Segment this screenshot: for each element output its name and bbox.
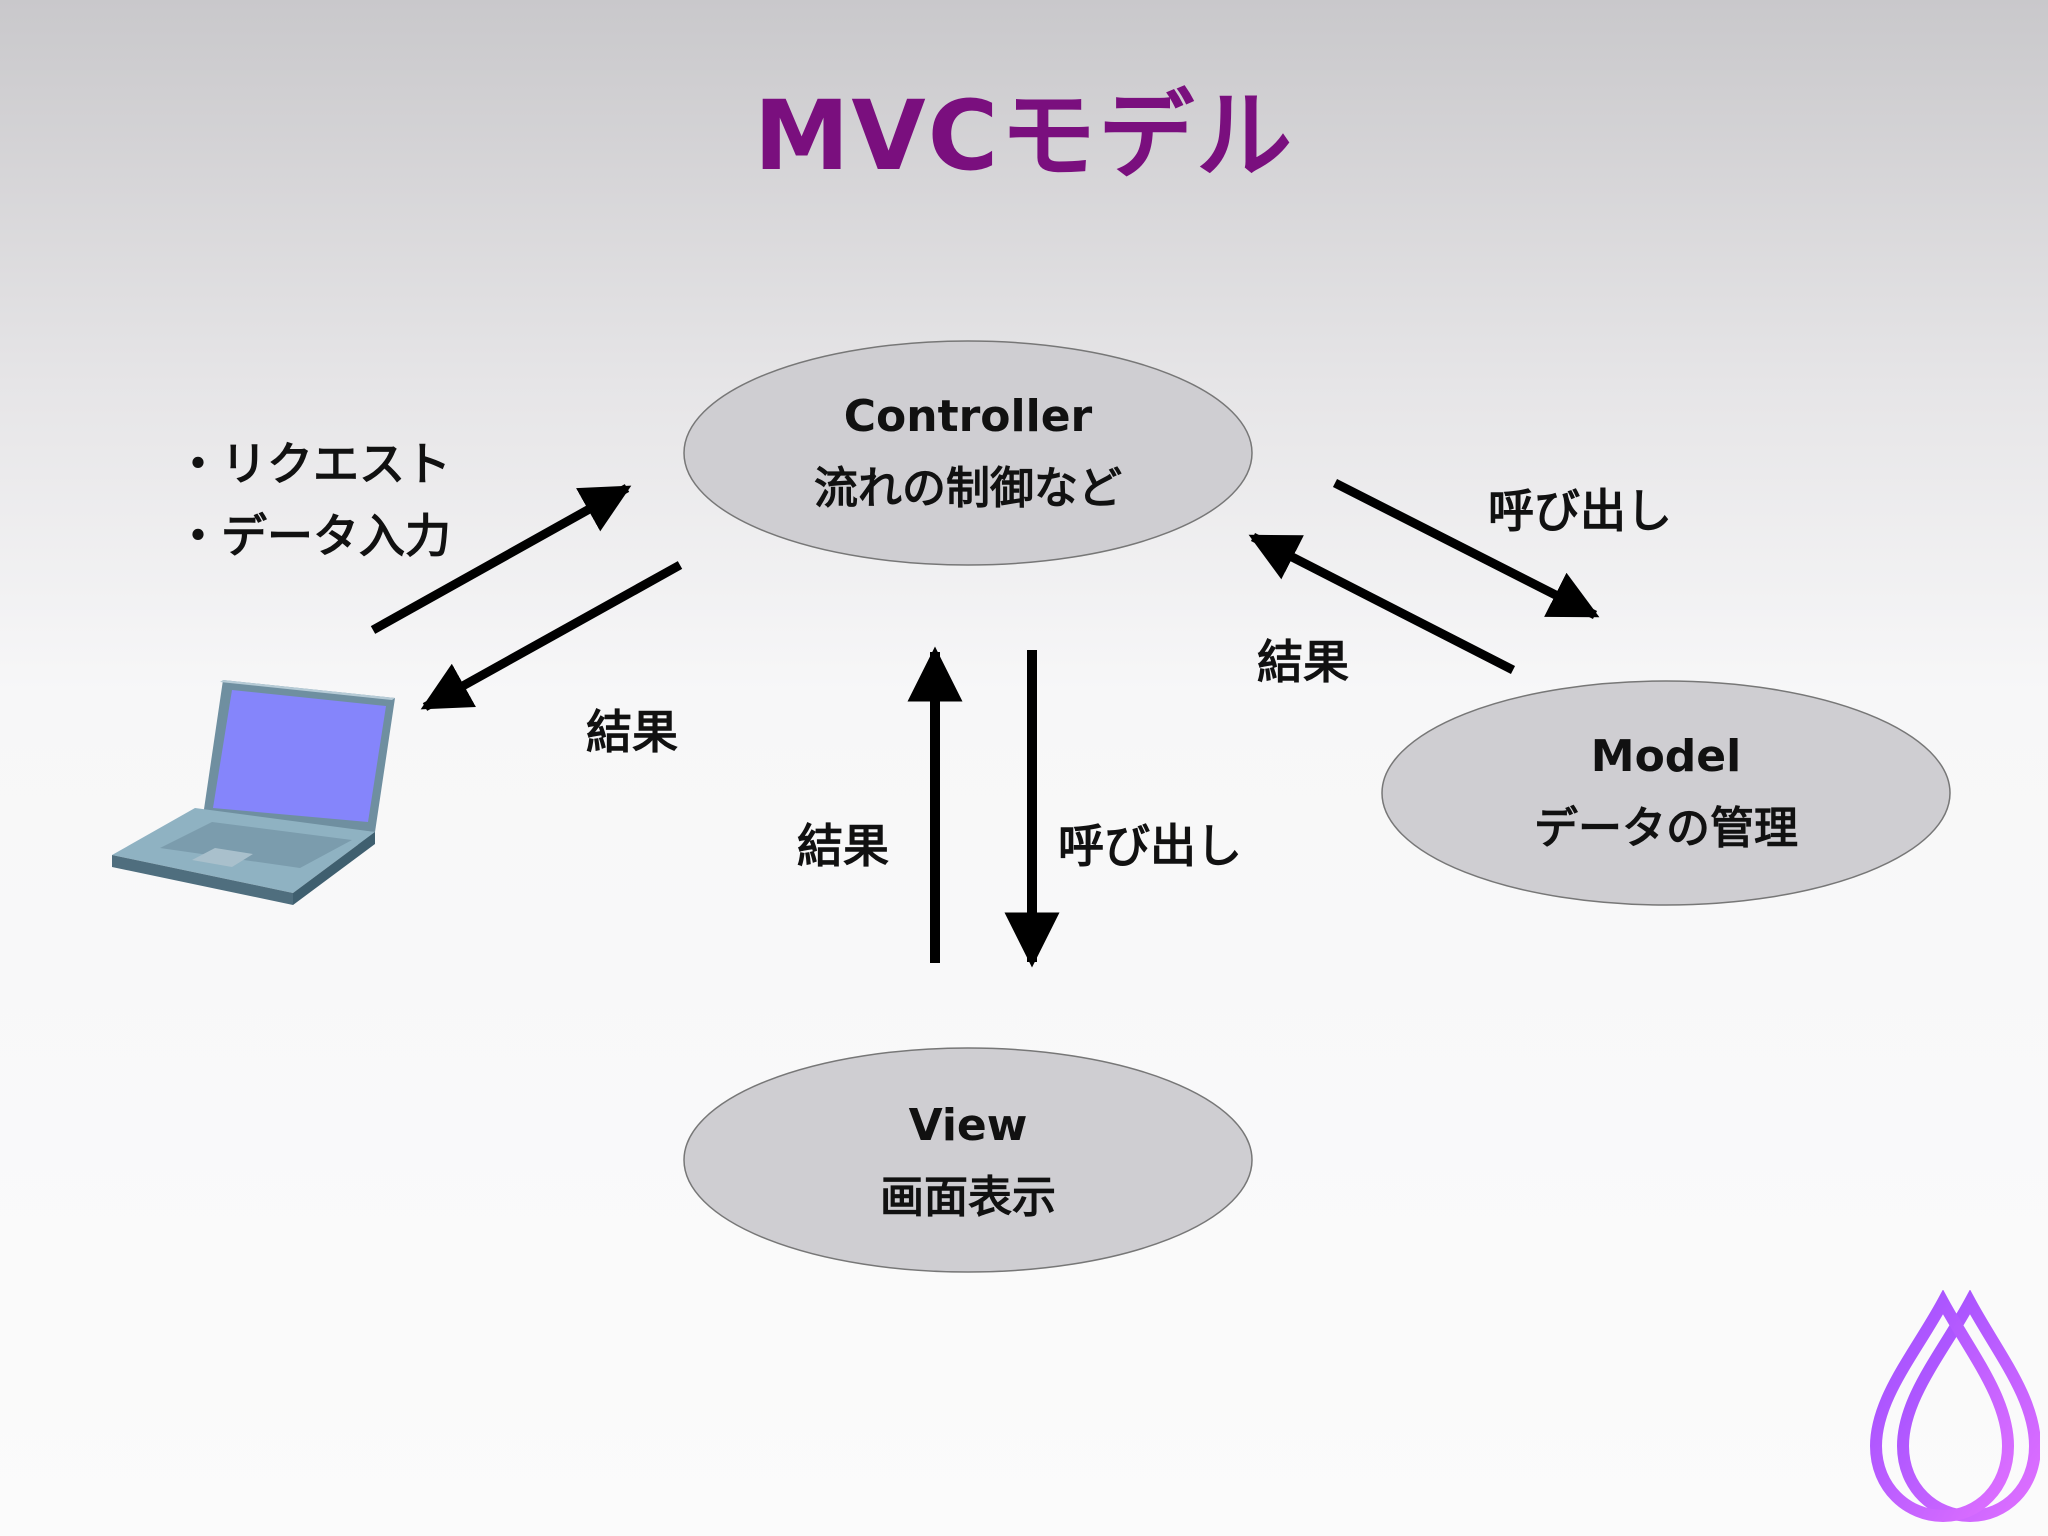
view-title: View xyxy=(908,1100,1028,1151)
client-to-controller-arrow xyxy=(370,484,632,634)
view-label: View 画面表示 xyxy=(768,1090,1168,1234)
model-title: Model xyxy=(1590,731,1742,782)
laptop-icon xyxy=(112,680,395,905)
controller-node xyxy=(683,340,1253,566)
controller-title: Controller xyxy=(843,391,1093,442)
client-result-label: 結果 xyxy=(586,705,678,759)
controller-subtitle: 流れの制御など xyxy=(814,463,1122,514)
droplet-logo-icon xyxy=(1869,1290,2040,1523)
model-node xyxy=(1381,680,1951,906)
model-result-label: 結果 xyxy=(1257,635,1349,689)
view-call-label: 呼び出し xyxy=(1058,819,1242,873)
model-subtitle: データの管理 xyxy=(1534,803,1798,854)
view-subtitle: 画面表示 xyxy=(880,1172,1056,1223)
model-to-controller-arrow xyxy=(1248,532,1516,675)
view-result-label: 結果 xyxy=(797,819,889,873)
view-node xyxy=(683,1047,1253,1273)
diagram-title: MVCモデル xyxy=(753,80,1295,192)
model-call-label: 呼び出し xyxy=(1488,484,1672,538)
data-input-label: ・データ入力 xyxy=(175,509,451,563)
controller-label: Controller 流れの制御など xyxy=(768,381,1168,525)
request-label: ・リクエスト xyxy=(175,437,451,491)
controller-to-model-arrow xyxy=(1332,478,1600,620)
controller-to-client-arrow xyxy=(420,561,683,711)
model-label: Model データの管理 xyxy=(1466,721,1866,865)
